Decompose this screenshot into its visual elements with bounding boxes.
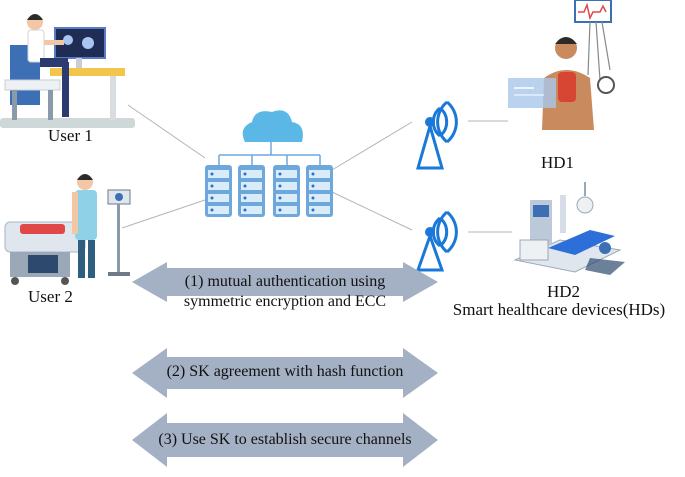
arrow-1 (132, 262, 438, 302)
arrow-3-text: (3) Use SK to establish secure channels (150, 430, 420, 450)
hd2-illustration (513, 182, 625, 275)
link-user1-server (127, 104, 206, 159)
user1-label: User 1 (48, 126, 93, 145)
link-server-tower2 (331, 191, 413, 231)
connection-lines (121, 104, 512, 233)
tower-icon-1 (416, 100, 458, 170)
arrow-1-line-1: (1) mutual authentication using (184, 273, 386, 290)
user2-label: User 2 (28, 287, 73, 306)
arrow-2-line-1: (2) SK agreement with hash function (166, 363, 404, 380)
arrow-3-line-1: (3) Use SK to establish secure channels (158, 431, 412, 448)
server-icon-3 (273, 165, 300, 217)
cloud-icon (242, 110, 303, 142)
user2-illustration (4, 174, 131, 285)
arrow-2-text: (2) SK agreement with hash function (150, 362, 420, 382)
server-icon-1 (205, 165, 232, 217)
hds-label: Smart healthcare devices(HDs) (452, 300, 666, 319)
server-icon-2 (238, 165, 265, 217)
hd2-label: HD2 (547, 282, 581, 301)
arrow-1-line-2: symmetric encryption and ECC (183, 293, 387, 310)
arrow-2 (132, 348, 438, 398)
arrow-3 (132, 413, 438, 467)
user1-illustration (0, 14, 135, 128)
arrow-1-text: (1) mutual authentication using symmetri… (150, 272, 420, 312)
cloud-server-illustration (205, 110, 333, 217)
server-icon-4 (306, 165, 333, 217)
link-server-tower1 (331, 121, 413, 171)
tower-icon-2 (415, 210, 458, 272)
hd1-label: HD1 (541, 153, 575, 172)
hd1-illustration (508, 0, 615, 130)
link-user2-server (121, 199, 206, 229)
